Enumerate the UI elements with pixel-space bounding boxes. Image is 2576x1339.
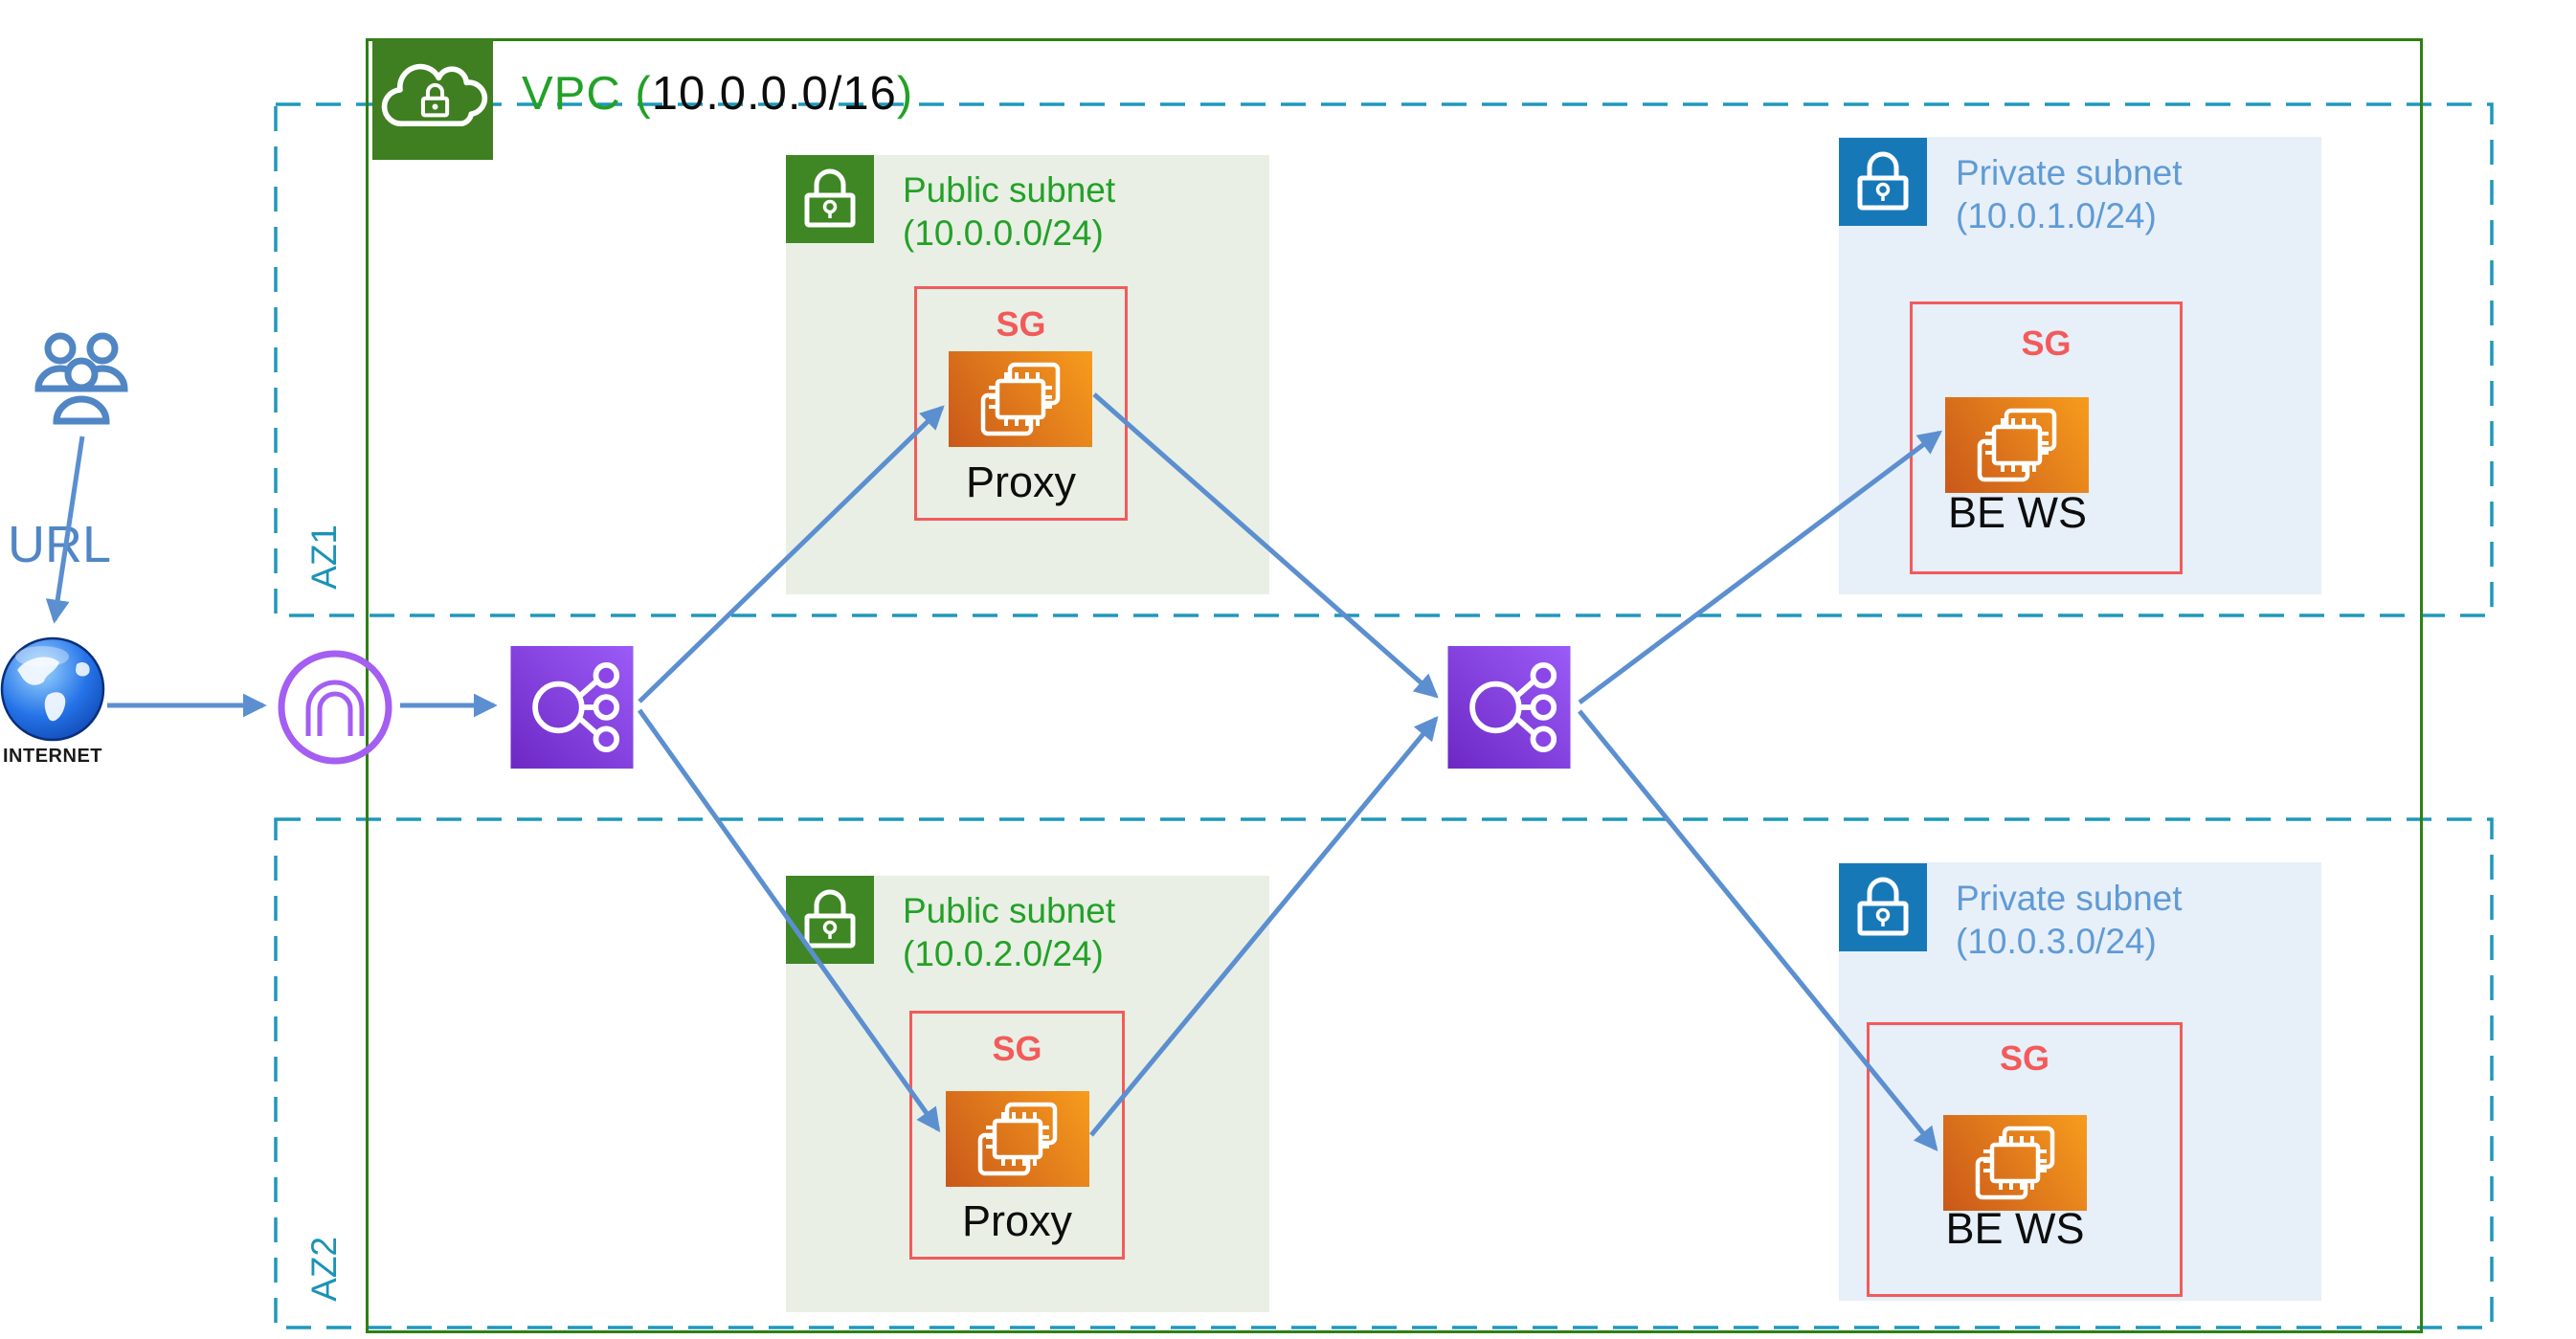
security-group-box <box>1867 1022 2183 1297</box>
subnet-name: Private subnet <box>1956 879 2183 918</box>
users-icon <box>29 324 134 434</box>
security-group-label: SG <box>996 304 1046 344</box>
security-group-label: SG <box>2021 324 2072 363</box>
private-subnet-lock-icon <box>1839 863 1927 951</box>
subnet-cidr: (10.0.3.0/24) <box>1956 922 2157 961</box>
private-subnet-az2-title: Private subnet (10.0.3.0/24) <box>1956 877 2183 963</box>
internet-gateway-icon <box>276 648 394 767</box>
ec2-instances-icon <box>1943 1115 2087 1211</box>
instance-label-proxy-az1: Proxy <box>965 457 1077 506</box>
instance-label-bews-az2: BE WS <box>1945 1204 2085 1253</box>
subnet-name: Public subnet <box>903 891 1116 930</box>
internet-label: INTERNET <box>3 746 102 767</box>
ec2-instances-icon <box>949 351 1092 447</box>
public-subnet-lock-icon <box>786 876 874 964</box>
az2-label: AZ2 <box>304 1237 344 1302</box>
public-subnet-lock-icon <box>786 155 874 243</box>
load-balancer-icon <box>1442 646 1577 769</box>
public-subnet-az2-title: Public subnet (10.0.2.0/24) <box>903 889 1115 975</box>
vpc-title-prefix: VPC ( <box>522 68 652 120</box>
subnet-cidr: (10.0.1.0/24) <box>1956 196 2157 235</box>
internet-globe-icon <box>0 636 105 743</box>
az1-label: AZ1 <box>304 524 344 590</box>
private-subnet-az1-title: Private subnet (10.0.1.0/24) <box>1956 151 2183 237</box>
load-balancer-icon <box>504 646 639 769</box>
subnet-cidr: (10.0.0.0/24) <box>903 213 1104 253</box>
vpc-title-suffix: ) <box>896 68 914 120</box>
instance-label-proxy-az2: Proxy <box>961 1196 1073 1245</box>
instance-label-bews-az1: BE WS <box>1947 488 2088 537</box>
ec2-instances-icon <box>946 1091 1089 1187</box>
subnet-cidr: (10.0.2.0/24) <box>903 934 1104 973</box>
security-group-label: SG <box>1999 1038 2050 1078</box>
security-group-label: SG <box>992 1029 1042 1068</box>
vpc-title-cidr: 10.0.0.0/16 <box>651 68 897 120</box>
vpc-title: VPC (10.0.0.0/16) <box>522 67 913 121</box>
vpc-cloud-lock-icon <box>372 39 493 160</box>
subnet-name: Public subnet <box>903 170 1116 210</box>
subnet-name: Private subnet <box>1956 153 2183 192</box>
vpc-boundary <box>366 38 2423 1333</box>
private-subnet-lock-icon <box>1839 138 1927 226</box>
public-subnet-az1-title: Public subnet (10.0.0.0/24) <box>903 168 1115 255</box>
url-label: URL <box>8 516 112 573</box>
ec2-instances-icon <box>1945 397 2089 493</box>
